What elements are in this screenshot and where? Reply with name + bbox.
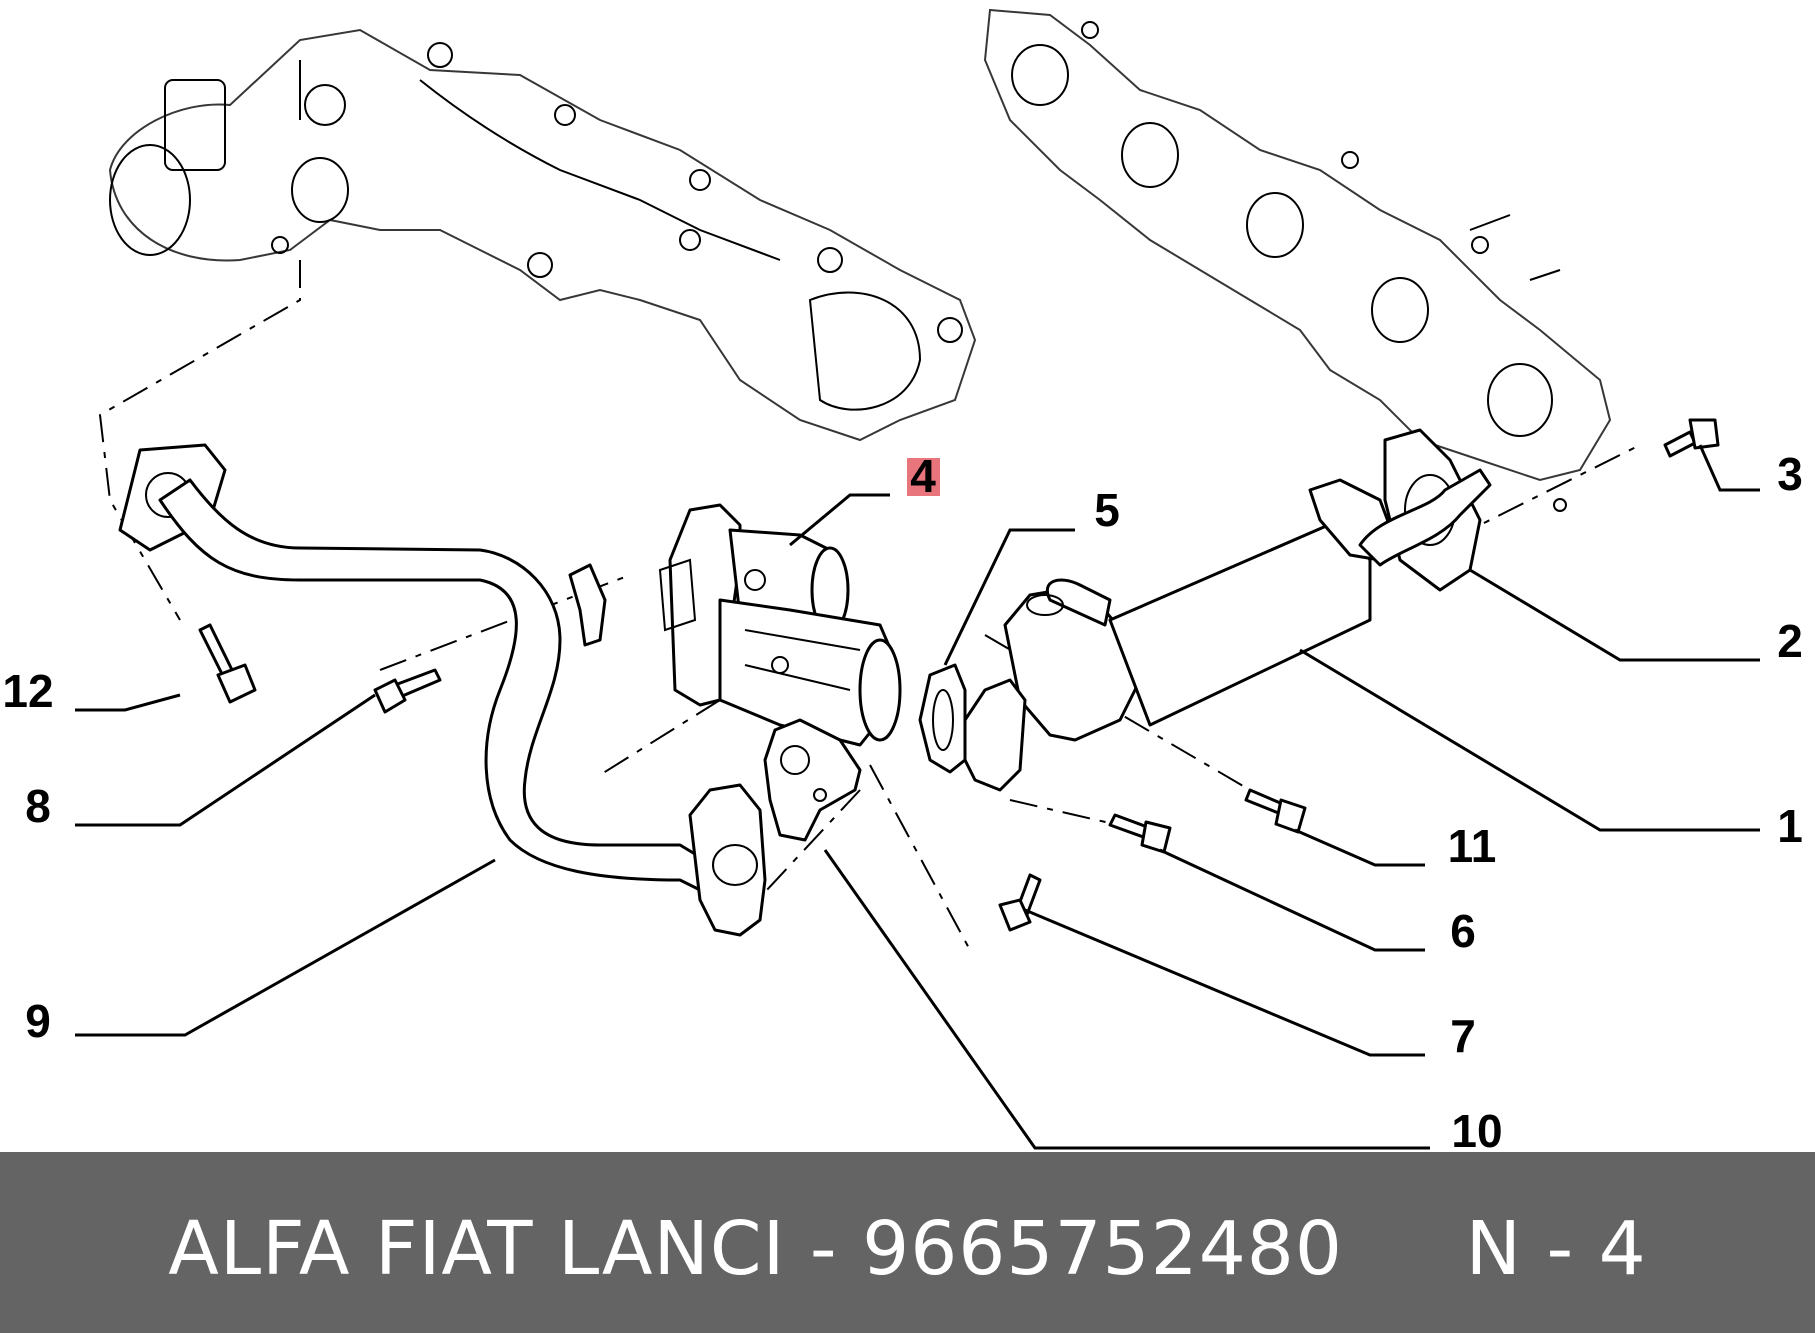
callout-8: 8 [25,780,51,832]
bolt-6 [1108,813,1172,854]
callout-5: 5 [1094,484,1120,536]
callout-10: 10 [1451,1105,1502,1152]
bolt-7 [998,873,1042,932]
egr-pipe-left [118,443,767,937]
callout-4: 4 [910,450,936,502]
callout-7: 7 [1450,1010,1476,1062]
callout-6: 6 [1450,905,1476,957]
callout-9: 9 [25,995,51,1047]
footer-part-number: 9665752480 [862,1206,1343,1292]
leader-lines [75,444,1760,1150]
footer-separator: - [785,1206,863,1292]
intake-manifold [108,28,977,442]
bracket-10 [763,718,862,842]
bolt-3 [1663,418,1720,458]
gasket-5 [918,663,967,774]
bolt-11 [1244,788,1307,834]
callout-11: 11 [1448,820,1497,872]
bolt-12 [198,623,257,704]
footer-brand: ALFA FIAT LANCI [168,1206,786,1292]
callout-labels: 1 2 3 4 5 6 7 8 9 10 11 12 [2,448,1802,1152]
bolts [198,418,1720,932]
callout-3: 3 [1777,448,1803,500]
footer-caption: ALFA FIAT LANCI - 9665752480 N - 4 [0,1206,1815,1292]
egr-parts-diagram: 1 2 3 4 5 6 7 8 9 10 11 12 [2,8,1803,1152]
footer-ref: N - 4 [1465,1206,1647,1292]
exhaust-manifold [983,8,1612,512]
callout-4-highlight [907,458,940,496]
callout-1: 1 [1777,800,1803,852]
egr-valve [658,503,902,747]
bolt-8 [373,668,442,714]
egr-cooler [963,478,1397,792]
callout-2: 2 [1777,615,1803,667]
callout-12: 12 [2,665,53,717]
footer-bar: ALFA FIAT LANCI - 9665752480 N - 4 [0,1152,1815,1333]
